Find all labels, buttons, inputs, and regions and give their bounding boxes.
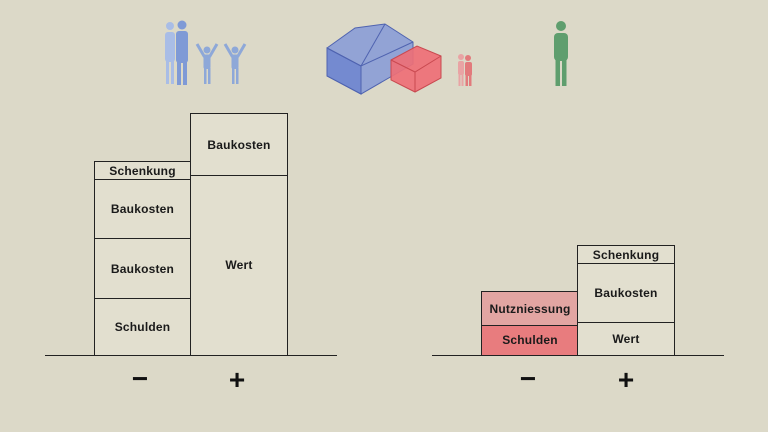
- right-plus-sign: +: [617, 364, 635, 395]
- left-plus-baukosten: Baukosten: [190, 113, 288, 176]
- left-baseline: [45, 355, 337, 356]
- elderly-couple-icon: [458, 54, 472, 86]
- left-minus-schenkung: Schenkung: [94, 161, 191, 180]
- left-plus-sign: +: [228, 364, 246, 395]
- right-minus-schulden: Schulden: [481, 324, 579, 356]
- right-plus-wert: Wert: [577, 322, 675, 356]
- right-minus-nutzniessung: Nutzniessung: [481, 291, 579, 326]
- person-icon: [554, 21, 568, 86]
- right-plus-baukosten: Baukosten: [577, 262, 675, 324]
- left-minus-schulden: Schulden: [94, 297, 191, 356]
- left-plus-wert: Wert: [190, 174, 288, 356]
- buildings-icon: [326, 23, 442, 95]
- left-minus-baukosten-2: Baukosten: [94, 238, 191, 299]
- left-minus-baukosten-1: Baukosten: [94, 178, 191, 240]
- left-minus-sign: −: [131, 363, 149, 394]
- family-icon: [165, 20, 247, 85]
- right-minus-sign: −: [519, 363, 537, 394]
- right-baseline: [432, 355, 724, 356]
- right-plus-schenkung: Schenkung: [577, 245, 675, 264]
